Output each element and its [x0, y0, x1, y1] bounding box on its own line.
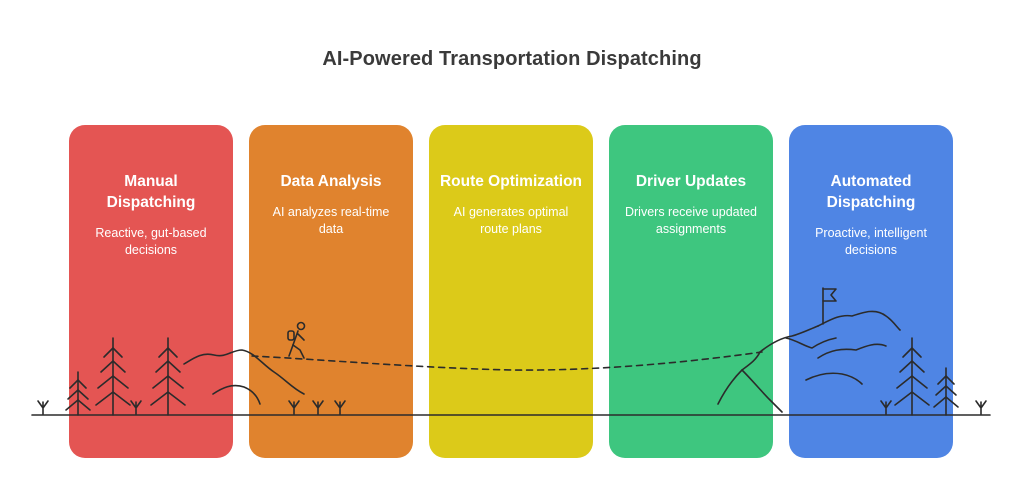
- stage-description: AI analyzes real-time data: [272, 205, 390, 236]
- stage-automated-dispatching: Automated Dispatching Proactive, intelli…: [789, 125, 953, 458]
- stage-route-optimization: Route Optimization AI generates optimal …: [429, 125, 593, 458]
- stage-title: Data Analysis: [280, 173, 382, 190]
- stage-title: Route Optimization: [439, 173, 583, 190]
- grass-sprout-icon: [37, 400, 49, 415]
- stage-data-analysis: Data Analysis AI analyzes real-time data: [249, 125, 413, 458]
- stage-driver-updates: Driver Updates Drivers receive updated a…: [609, 125, 773, 458]
- page-title: AI-Powered Transportation Dispatching: [322, 48, 702, 70]
- stage-description: Reactive, gut-based decisions: [95, 226, 207, 257]
- stage-description: AI generates optimal route plans: [453, 205, 569, 236]
- stage-title: Driver Updates: [635, 173, 747, 190]
- stage-description: Proactive, intelligent decisions: [815, 226, 927, 257]
- stage-description: Drivers receive updated assignments: [624, 205, 757, 236]
- grass-sprout-icon: [975, 400, 987, 415]
- stage-title: Automated Dispatching: [826, 173, 916, 211]
- stage-title: Manual Dispatching: [106, 173, 196, 211]
- stage-manual-dispatching: Manual Dispatching Reactive, gut-based d…: [69, 125, 233, 458]
